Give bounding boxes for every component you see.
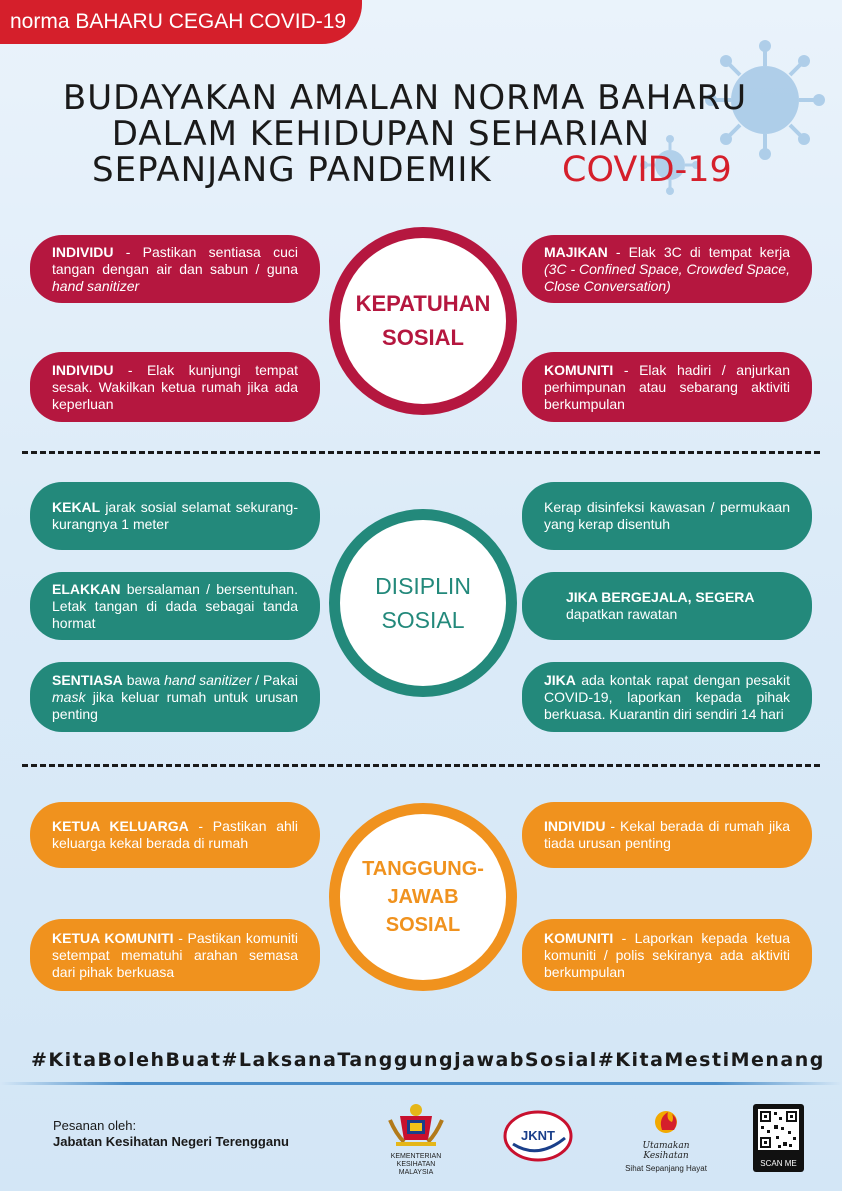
hashtag: #LaksanaTanggungjawabSosial (221, 1049, 598, 1071)
pesanan-org: Jabatan Kesihatan Negeri Terengganu (53, 1134, 289, 1149)
kepatuhan-left-1: INDIVIDU - Pastikan sentiasa cuci tangan… (30, 235, 320, 303)
title-line-1: BUDAYAKAN AMALAN NORMA BAHARU (62, 78, 748, 118)
kepatuhan-left-2: INDIVIDU - Elak kunjungi tempat sesak. W… (30, 352, 320, 422)
disiplin-left-3: SENTIASA bawa hand sanitizer / Pakai mas… (30, 662, 320, 732)
header-tag: norma BAHARU CEGAH COVID-19 (0, 0, 362, 44)
svg-text:JKNT: JKNT (521, 1128, 555, 1143)
tanggungjawab-left-2: KETUA KOMUNITI - Pastikan komuniti setem… (30, 919, 320, 991)
utamakan-kesihatan-logo: Utamakan Kesihatan Sihat Sepanjang Hayat (624, 1108, 708, 1173)
disiplin-left-2: ELAKKAN bersalaman / bersentuhan. Letak … (30, 572, 320, 640)
tanggungjawab-right-1: INDIVIDU - Kekal berada di rumah jika ti… (522, 802, 812, 868)
disiplin-right-1: Kerap disinfeksi kawasan / permukaan yan… (522, 482, 812, 550)
qr-pattern-icon (758, 1109, 799, 1150)
section-divider (22, 764, 820, 767)
hashtag-row: #KitaBolehBuat #LaksanaTanggungjawabSosi… (0, 1049, 842, 1071)
jknt-logo: JKNT (503, 1110, 573, 1162)
disiplin-right-3: JIKA ada kontak rapat dengan pesakit COV… (522, 662, 812, 732)
virus-icon (705, 40, 825, 160)
kepatuhan-right-1: MAJIKAN - Elak 3C di tempat kerja (3C - … (522, 235, 812, 303)
hashtag: #KitaMestiMenang (597, 1049, 825, 1071)
virus-icon-small (640, 135, 700, 195)
scan-me-label: SCAN ME (760, 1159, 797, 1168)
disiplin-left-1: KEKAL jarak sosial selamat sekurang-kura… (30, 482, 320, 550)
hashtag: #KitaBolehBuat (31, 1049, 222, 1071)
tanggungjawab-right-2: KOMUNITI - Laporkan kepada ketua komunit… (522, 919, 812, 991)
tanggungjawab-left-1: KETUA KELUARGA - Pastikan ahli keluarga … (30, 802, 320, 868)
title-line-3: SEPANJANG PANDEMIK (92, 150, 492, 190)
title-line-2: DALAM KEHIDUPAN SEHARIAN (111, 114, 651, 154)
coat-of-arms-icon (388, 1104, 444, 1146)
footer-divider (0, 1082, 842, 1085)
kepatuhan-right-2: KOMUNITI - Elak hadiri / anjurkan perhim… (522, 352, 812, 422)
pesanan-label: Pesanan oleh: (53, 1118, 137, 1133)
qr-code[interactable]: SCAN ME (753, 1104, 804, 1172)
sun-flame-icon (655, 1111, 677, 1133)
pesanan-block: Pesanan oleh: Jabatan Kesihatan Negeri T… (53, 1118, 289, 1150)
title-covid-highlight: COVID-19 (562, 150, 732, 190)
jknt-emblem-icon: JKNT (503, 1110, 573, 1162)
kkm-logo: KEMENTERIAN KESIHATAN MALAYSIA (376, 1102, 456, 1177)
section-divider (22, 451, 820, 454)
